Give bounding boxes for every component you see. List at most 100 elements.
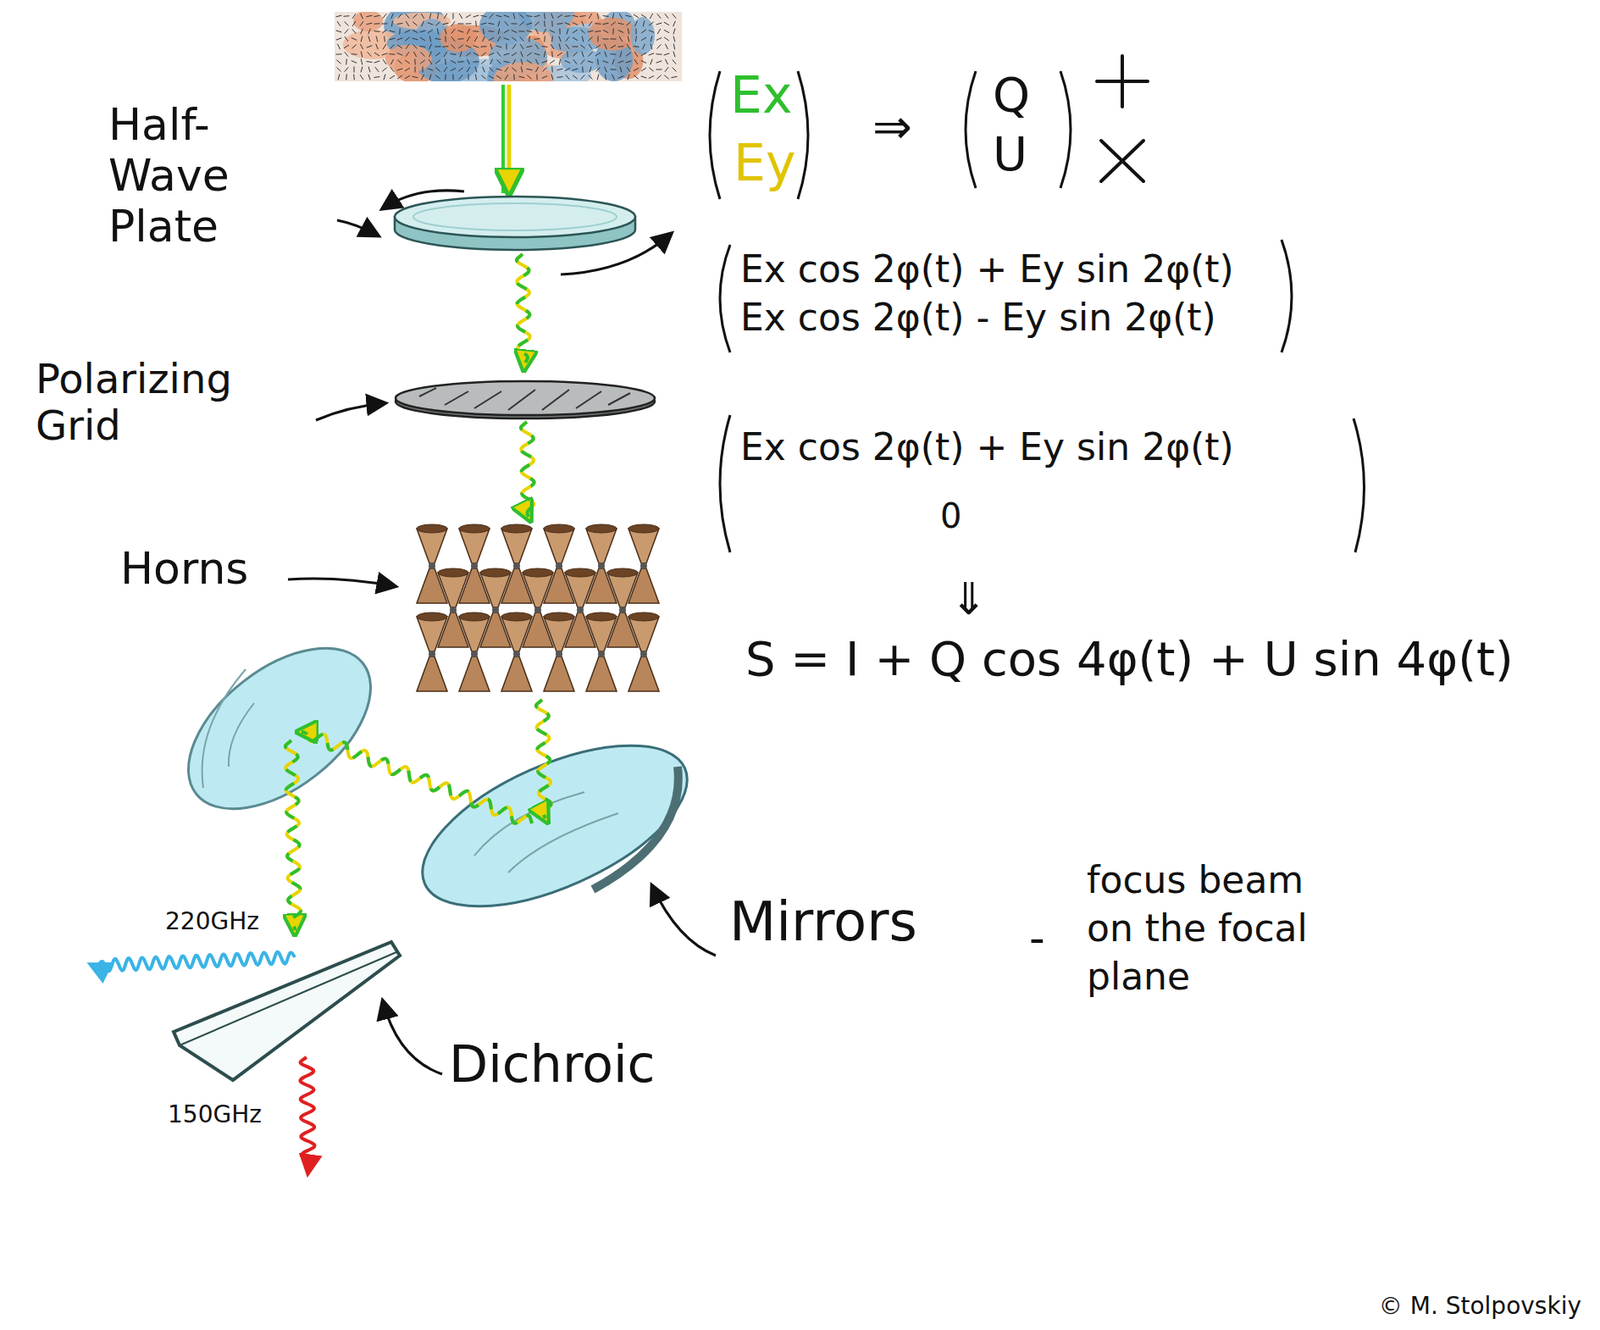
beam-path [516, 254, 531, 366]
leader-arrow [315, 403, 385, 421]
polarization-dash [557, 76, 564, 78]
polarization-dash [368, 28, 371, 35]
polarization-dash [635, 28, 637, 35]
polarization-dash [634, 59, 638, 65]
polarization-dash [414, 59, 416, 66]
polarization-dash [337, 67, 342, 72]
polarization-dash [543, 36, 546, 43]
polarization-dash [603, 29, 609, 33]
polarization-dash [482, 36, 486, 42]
polarization-dash [603, 22, 609, 24]
polarization-dash [564, 60, 571, 64]
polarization-dash [374, 30, 381, 33]
polarization-dash [519, 30, 526, 32]
mirror [159, 616, 399, 841]
polarization-dash [526, 30, 533, 33]
mirror [202, 669, 246, 788]
polarization-dash [344, 28, 349, 34]
rotation-arrow [382, 190, 465, 209]
polarization-dash [557, 22, 564, 25]
polarization-dash [397, 44, 403, 49]
polarization-dash [504, 74, 509, 80]
frequency-label: 220GHz [165, 907, 260, 936]
polarization-dash [412, 14, 417, 19]
polarization-dash [404, 75, 410, 79]
rotation-arrow [382, 190, 671, 275]
horn-cone [437, 572, 469, 608]
polarization-dash [427, 29, 433, 34]
polarization-dash [360, 66, 363, 73]
leader-arrow [287, 220, 716, 1075]
polarization-dash [551, 51, 554, 58]
horn-cone [628, 528, 659, 564]
polarization-dash [366, 22, 373, 25]
beam-path [301, 731, 532, 824]
polarization-dash [344, 36, 349, 42]
polarization-dash [475, 21, 477, 28]
matrix-bracket [1353, 418, 1365, 553]
polarization-dash [444, 59, 447, 66]
polarization-dash [475, 74, 477, 81]
polarization-dash [648, 30, 654, 34]
feedhorn-array [416, 524, 659, 692]
horn-aperture [628, 524, 659, 533]
polarization-dash [360, 28, 364, 34]
matrix-bracket [709, 71, 1365, 553]
polarization-dash [397, 75, 403, 79]
polarization-dash [343, 15, 350, 17]
polarization-dash [566, 51, 569, 58]
polarization-dash [511, 37, 517, 41]
polarization-dash [604, 66, 608, 72]
polarization-dash [336, 30, 343, 33]
polarization-dash [633, 45, 640, 48]
polarization-dash [604, 51, 607, 58]
dichroic-filter [173, 941, 400, 1080]
polarization-symbol [1101, 140, 1144, 182]
feedhorn [586, 612, 617, 692]
polarization-dash [573, 52, 578, 57]
mirror [159, 616, 709, 940]
polarization-dash [543, 13, 545, 20]
polarization-dash [466, 28, 470, 34]
polarization-dash [420, 37, 426, 41]
half-wave-plate [394, 196, 636, 238]
beam-220 [93, 952, 295, 972]
polarization-dash [450, 60, 456, 63]
cmb-spot [631, 16, 655, 55]
polarization-dash [557, 14, 563, 18]
polarization-dash [580, 44, 586, 49]
polarization-dash [503, 29, 510, 33]
polarization-dash [633, 75, 638, 80]
polarization-dash [633, 67, 639, 71]
feedhorn [480, 568, 511, 648]
horn-cone [543, 528, 575, 564]
polarization-dash [536, 74, 538, 81]
horn-cone [480, 572, 511, 608]
polarization-dash [673, 21, 676, 27]
beam-path [516, 254, 531, 366]
polarization-dash [465, 45, 471, 49]
polarization-dash [641, 76, 648, 78]
polarization-dash [597, 74, 599, 81]
polarization-dash [650, 59, 653, 66]
polarization-dash [581, 21, 585, 27]
polarization-dash [488, 30, 495, 33]
polarization-dash [481, 15, 488, 17]
polarization-dash [610, 44, 616, 48]
polarization-dash [512, 59, 515, 65]
horn-aperture [459, 524, 490, 533]
polarization-dash [581, 66, 584, 73]
polarization-dash [352, 21, 356, 27]
polarization-dash [497, 51, 502, 56]
mirror [508, 813, 619, 873]
polarization-dash [353, 74, 355, 81]
polarization-dash [420, 13, 425, 19]
polarization-dash [526, 52, 532, 56]
incoming-beam [501, 84, 505, 194]
matrix-bracket [797, 71, 809, 200]
horn-cone [416, 528, 448, 564]
field-symbol: Ey [733, 133, 796, 193]
stokes-symbol: Q [992, 67, 1030, 122]
polarization-dash [442, 45, 449, 48]
cmb-spot [439, 23, 477, 52]
